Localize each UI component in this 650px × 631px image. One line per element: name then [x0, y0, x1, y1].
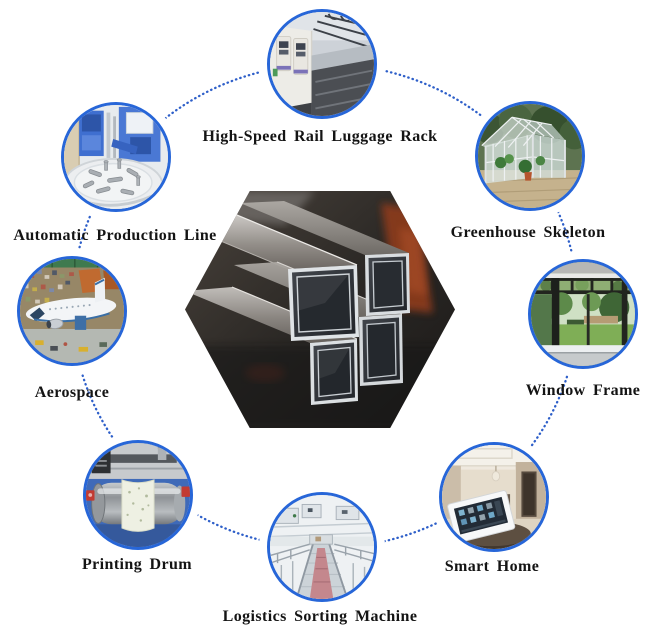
smart-home-illustration [442, 445, 546, 549]
production-line-illustration [64, 105, 168, 209]
aircraft-factory-photo [17, 256, 127, 366]
node-label: Logistics Sorting Machine [222, 608, 418, 625]
node-label: High-Speed Rail Luggage Rack [202, 128, 438, 145]
node-label: Automatic Production Line [13, 227, 217, 244]
sorting-machine-illustration [270, 495, 374, 599]
greenhouse-illustration [478, 104, 582, 208]
window-frame-illustration [531, 262, 635, 366]
node-label: Greenhouse Skeleton [450, 224, 606, 241]
node-label: Printing Drum [82, 556, 192, 573]
window-frame-photo [528, 259, 638, 369]
printing-drum-photo [83, 440, 193, 550]
smart-home-photo [439, 442, 549, 552]
node-label: Aerospace [34, 384, 110, 401]
aircraft-factory-illustration [20, 259, 124, 363]
greenhouse-photo [475, 101, 585, 211]
printing-drum-illustration [86, 443, 190, 547]
node-label: Window Frame [525, 382, 641, 399]
node-label: Smart Home [444, 558, 540, 575]
luggage-rack-photo [267, 9, 377, 119]
production-line-photo [61, 102, 171, 212]
luggage-rack-illustration [270, 12, 374, 116]
sorting-machine-photo [267, 492, 377, 602]
